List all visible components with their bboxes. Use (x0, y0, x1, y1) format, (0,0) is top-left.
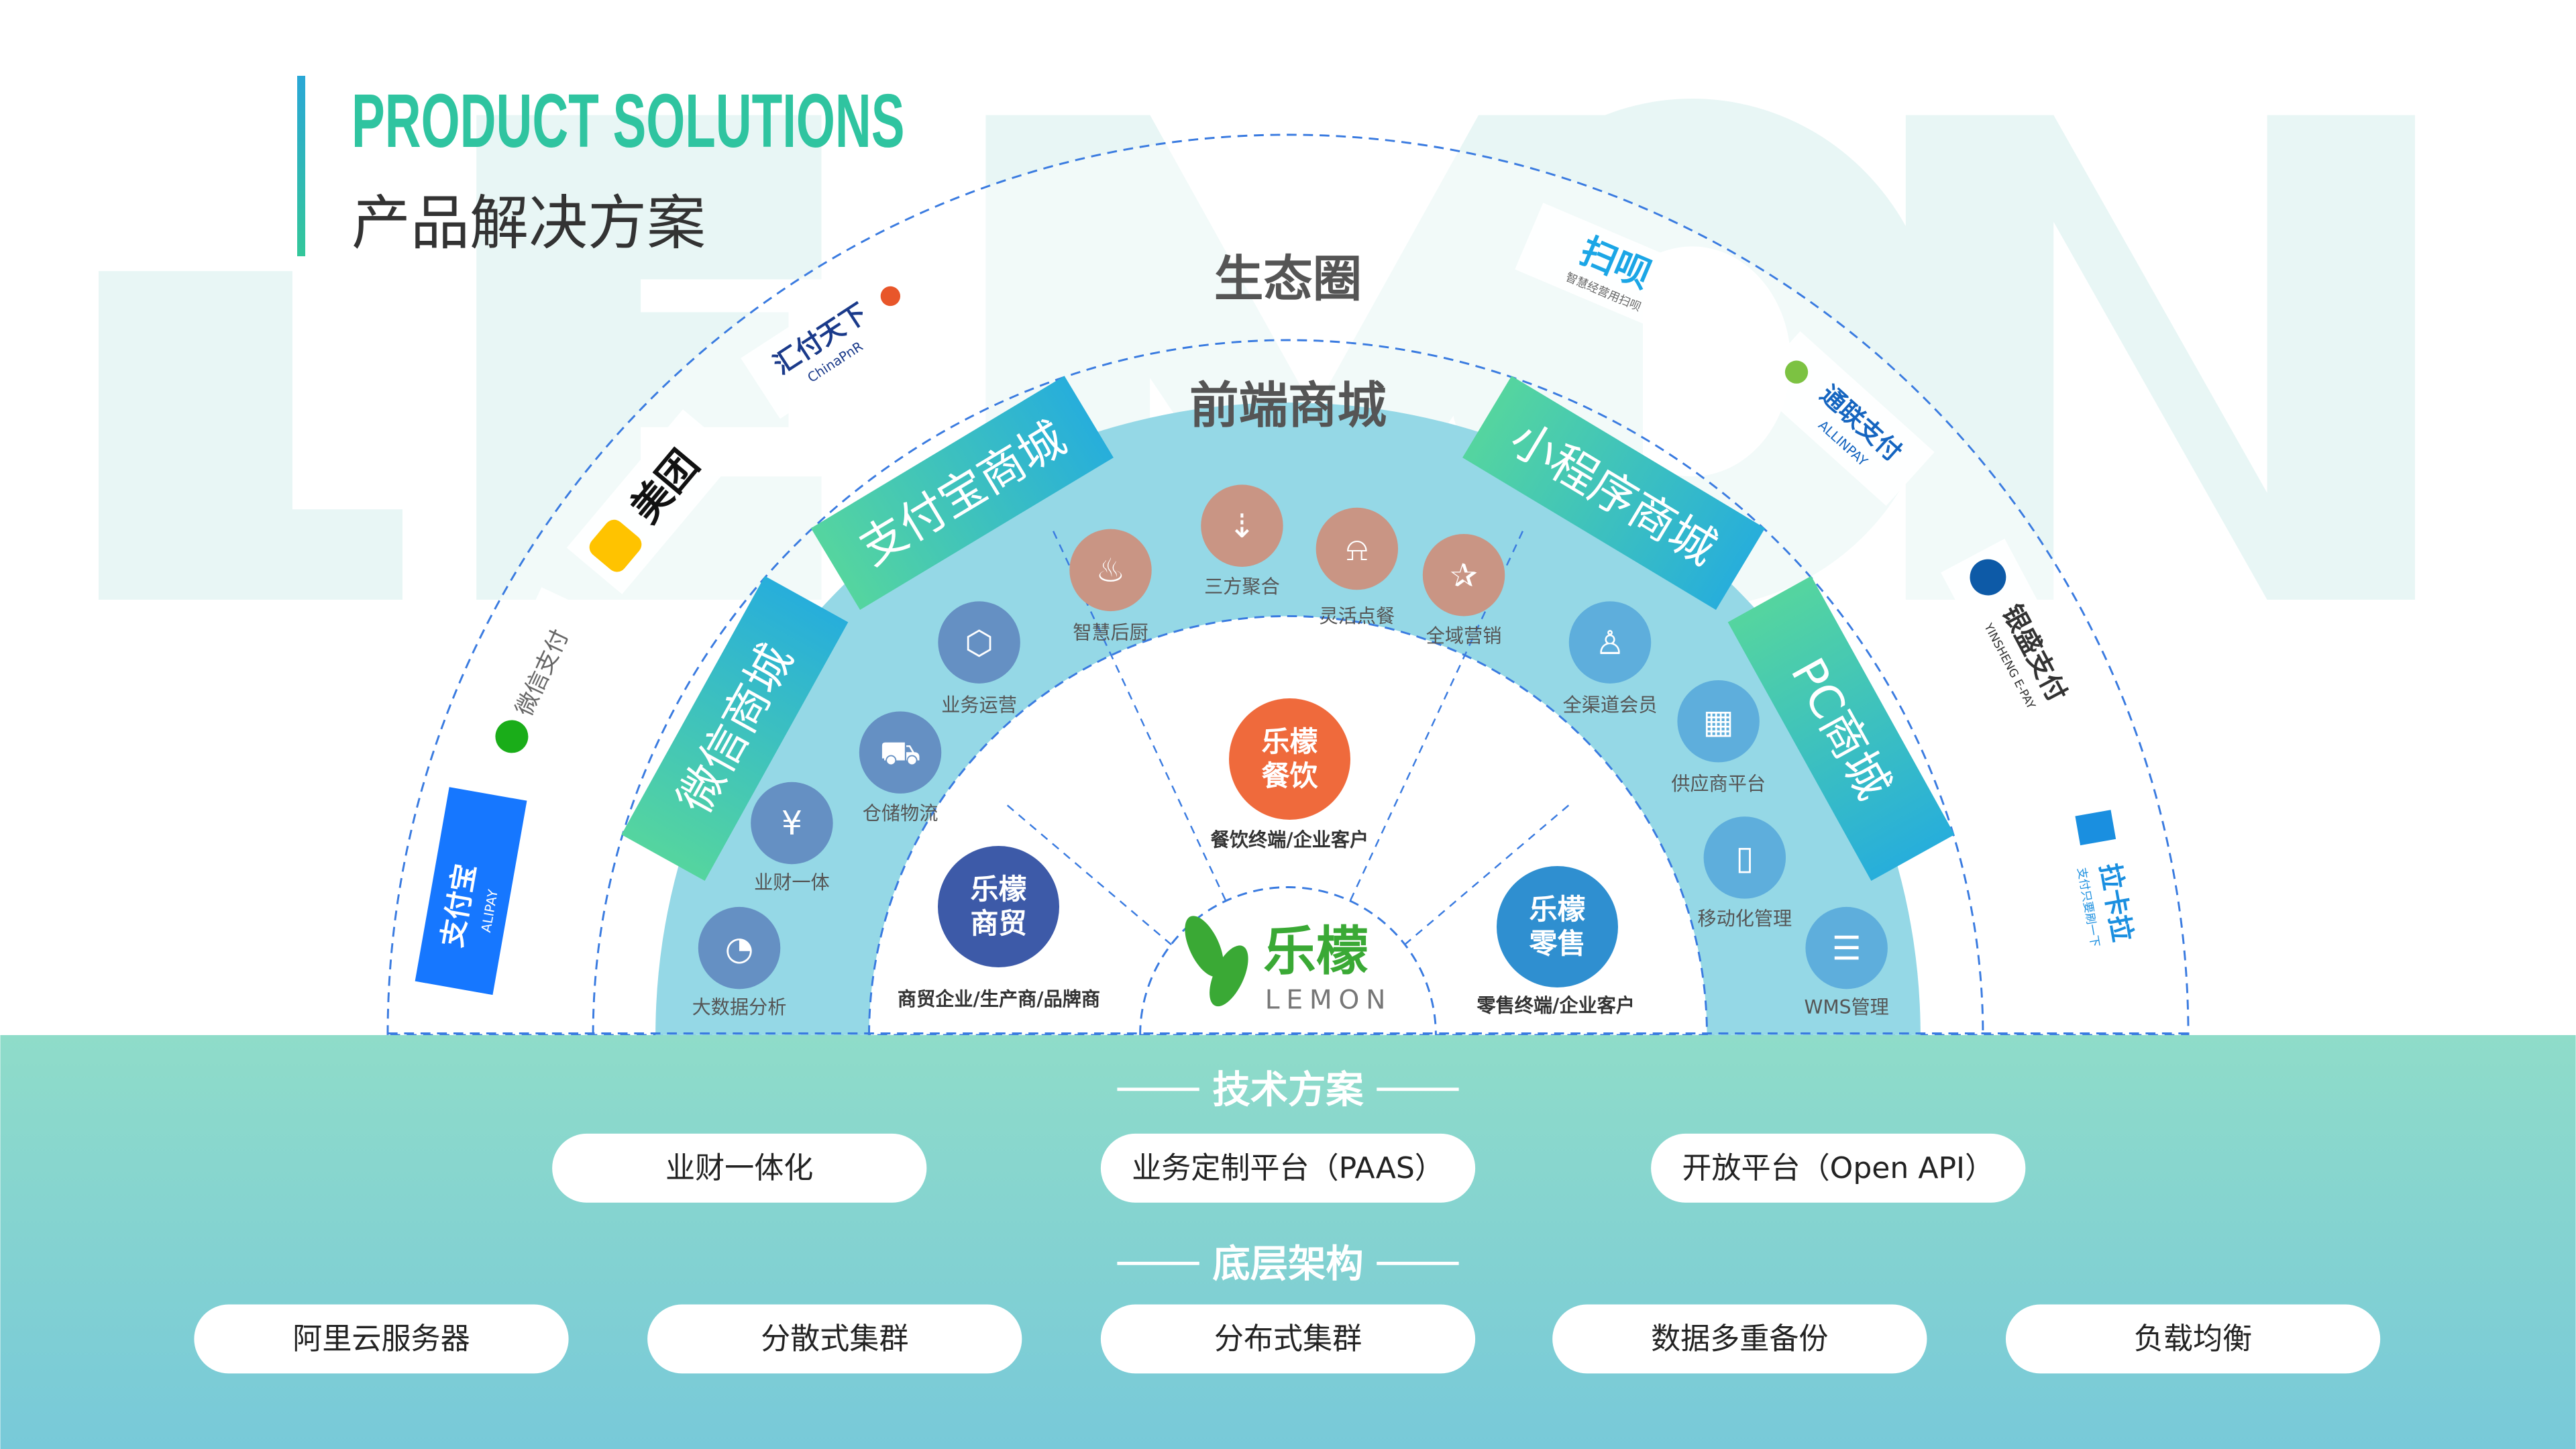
infra-item: 阿里云服务器 (194, 1304, 569, 1374)
chinapnr-dots-icon (880, 286, 901, 307)
logo-en: LEMON (1265, 985, 1393, 1016)
yuan-icon: ¥ (782, 804, 802, 843)
svg-text:业财一体化: 业财一体化 (665, 1151, 813, 1185)
chef-hat-icon: ♨ (1096, 551, 1126, 590)
infra-item: 分布式集群 (1100, 1304, 1476, 1374)
hexagon-icon: ⬡ (965, 624, 994, 662)
wechat-pay-icon (495, 720, 529, 753)
title-accent-bar (297, 76, 305, 256)
lemon-logo: 乐檬 LEMON (1185, 916, 1393, 1016)
feature-logistics: ⛟ 仓储物流 (859, 711, 942, 824)
svg-text:业务定制平台（PAAS）: 业务定制平台（PAAS） (1132, 1151, 1444, 1185)
allinpay-icon (1784, 360, 1809, 384)
feature-label: 大数据分析 (692, 996, 787, 1018)
infra-item: 分散式集群 (647, 1304, 1022, 1374)
feature-label: 全渠道会员 (1563, 694, 1658, 716)
tech-item: 业财一体化 (552, 1133, 927, 1203)
feature-big-data: ◔ 大数据分析 (692, 906, 787, 1018)
product-retail-desc: 零售终端/企业客户 (1477, 995, 1635, 1017)
truck-icon: ⛟ (879, 734, 921, 772)
meituan-badge-icon (589, 519, 642, 572)
product-trade: 乐檬 商贸 (938, 846, 1059, 967)
feature-label: 灵活点餐 (1320, 605, 1395, 627)
product-trade-desc: 商贸企业/生产商/品牌商 (898, 988, 1100, 1010)
tech-foundation: 技术方案 业财一体化 业务定制平台（PAAS） 开放平台（Open API） 底… (0, 1035, 2576, 1449)
svg-text:开放平台（Open API）: 开放平台（Open API） (1682, 1151, 1994, 1185)
divider-lines (1006, 530, 1570, 946)
feature-operations: ⬡ 业务运营 (938, 601, 1020, 716)
infra-item: 负载均衡 (2005, 1304, 2381, 1374)
feature-ordering: ⍾ 灵活点餐 (1316, 507, 1399, 627)
feature-label: 三方聚合 (1204, 576, 1280, 598)
logo-cn: 乐檬 (1263, 921, 1368, 982)
feature-label: 供应商平台 (1671, 773, 1766, 795)
lakala-icon (2075, 810, 2116, 846)
tech-title: 技术方案 (1117, 1068, 1459, 1112)
infra-item: 数据多重备份 (1552, 1304, 1927, 1374)
tech-title-text: 技术方案 (1212, 1068, 1364, 1112)
feature-label: 业财一体 (754, 871, 830, 894)
svg-text:分散式集群: 分散式集群 (761, 1322, 908, 1356)
feature-label: 移动化管理 (1697, 908, 1792, 930)
feature-kitchen: ♨ 智慧后厨 (1069, 529, 1152, 644)
feature-label: 仓储物流 (863, 802, 938, 824)
feature-label: WMS管理 (1804, 996, 1888, 1018)
product-retail: 乐檬 零售 (1497, 866, 1618, 987)
feature-supplier: ▦ 供应商平台 (1671, 680, 1766, 795)
feature-mobile: ▯ 移动化管理 (1697, 816, 1792, 930)
building-icon: ▦ (1703, 702, 1733, 741)
logo-meituan: 美团 (566, 409, 739, 594)
star-icon: ✰ (1450, 556, 1478, 594)
mobile-icon: ▯ (1735, 839, 1754, 877)
feature-marketing: ✰ 全域营销 (1422, 533, 1505, 647)
tech-item: 开放平台（Open API） (1651, 1133, 2026, 1203)
feature-label: 全域营销 (1426, 625, 1502, 647)
feature-aggregation: ⇣ 三方聚合 (1201, 484, 1283, 598)
ecosystem-label: 生态圈 (1214, 251, 1362, 308)
feature-finance: ¥ 业财一体 (751, 782, 833, 894)
frontend-ring (592, 339, 1984, 1035)
frontend-label: 前端商城 (1189, 377, 1387, 434)
feature-membership: ♙ 全渠道会员 (1563, 601, 1658, 716)
infra-title: 底层架构 (1117, 1242, 1459, 1286)
tech-item: 业务定制平台（PAAS） (1100, 1133, 1476, 1203)
yinsheng-icon (1970, 559, 2006, 596)
bell-icon: ⍾ (1346, 530, 1368, 568)
feature-label: 智慧后厨 (1073, 622, 1148, 644)
list-icon: ☰ (1832, 929, 1862, 967)
feature-label: 业务运营 (941, 694, 1017, 716)
user-icon: ♙ (1595, 624, 1625, 662)
logo-wechat-pay: 微信支付 (465, 587, 607, 782)
core-ring (1139, 886, 1437, 1035)
svg-text:负载均衡: 负载均衡 (2134, 1322, 2252, 1356)
download-icon: ⇣ (1228, 507, 1256, 545)
product-catering-desc: 餐饮终端/企业客户 (1211, 828, 1369, 851)
svg-text:分布式集群: 分布式集群 (1214, 1322, 1362, 1356)
chart-icon: ◔ (725, 929, 754, 967)
leaf-icon (1185, 916, 1248, 1007)
title-en: PRODUCT SOLUTIONS (352, 78, 905, 163)
title-cn: 产品解决方案 (352, 189, 706, 258)
infra-title-text: 底层架构 (1212, 1242, 1363, 1286)
svg-text:阿里云服务器: 阿里云服务器 (292, 1322, 470, 1356)
svg-text:数据多重备份: 数据多重备份 (1651, 1322, 1828, 1356)
product-catering: 乐檬 餐饮 (1229, 698, 1350, 820)
feature-wms: ☰ WMS管理 (1804, 906, 1889, 1018)
